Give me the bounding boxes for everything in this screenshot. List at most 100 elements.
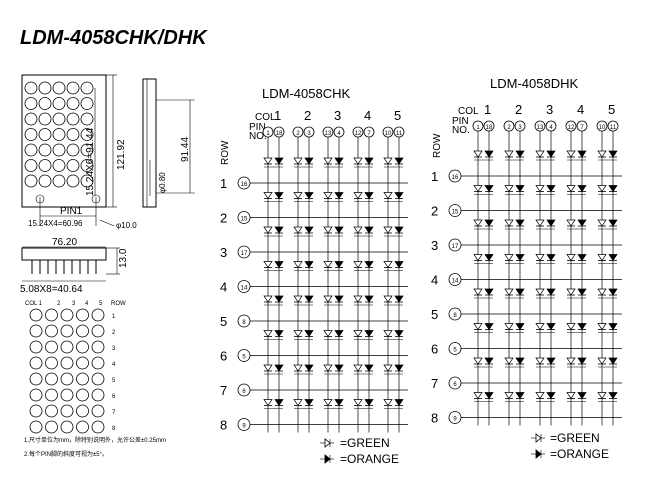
led-orange <box>274 295 284 303</box>
small-grid-dot <box>91 420 105 434</box>
led-green <box>263 157 273 165</box>
row-pin-number: 15 <box>241 217 248 223</box>
led-dot <box>38 81 52 95</box>
row-number: 6 <box>220 349 227 364</box>
row-pin-number: 5 <box>453 348 457 354</box>
led-orange <box>394 364 404 372</box>
led-green <box>383 157 393 165</box>
led-dot <box>52 81 66 95</box>
row-number: 5 <box>220 314 227 329</box>
pin-no-label: NO. <box>249 131 267 142</box>
small-grid-dot <box>29 324 43 338</box>
small-grid-row-number: 4 <box>112 362 116 368</box>
legend-green-label: =GREEN <box>340 436 390 450</box>
col-number: 1 <box>274 108 281 123</box>
led-orange <box>577 254 587 262</box>
small-grid-row-label: ROW <box>111 301 126 307</box>
led-orange <box>394 192 404 200</box>
led-orange <box>304 192 314 200</box>
small-grid-dot <box>29 388 43 402</box>
small-grid-dot <box>91 388 105 402</box>
led-orange <box>577 219 587 227</box>
small-grid-dot <box>76 356 89 370</box>
col-number: 3 <box>546 102 553 117</box>
led-green <box>353 364 363 372</box>
led-orange <box>394 330 404 338</box>
led-orange <box>334 192 344 200</box>
led-green <box>535 357 545 365</box>
pin1-label: PIN1 <box>60 206 83 217</box>
col-number: 2 <box>515 102 522 117</box>
led-green <box>383 226 393 234</box>
row-label: ROW <box>432 133 443 158</box>
led-green <box>597 150 607 158</box>
row-number: 2 <box>431 204 438 219</box>
led-green <box>293 364 303 372</box>
led-dot <box>52 97 66 110</box>
led-orange <box>515 288 525 296</box>
led-orange <box>608 392 618 400</box>
led-green <box>293 399 303 407</box>
small-grid-row-number: 8 <box>112 426 116 432</box>
led-dot <box>80 143 94 157</box>
schematic-title: LDM-4058CHK <box>262 86 350 101</box>
small-grid-col-label: COL 1 <box>25 301 43 307</box>
small-grid-row-number: 1 <box>112 314 116 320</box>
mechanical-drawing: 15.24X6=91.44 121.92 PIN1 15.24X4=60.96 … <box>20 74 195 295</box>
small-grid-dot <box>29 404 43 418</box>
col-pin-number: 13 <box>537 125 544 131</box>
led-orange <box>546 219 556 227</box>
dim-side-text: 91.44 <box>180 137 191 162</box>
legend-green-label-2: =GREEN <box>550 431 600 445</box>
led-dot <box>80 81 94 95</box>
led-dot <box>24 143 38 157</box>
led-orange <box>274 157 284 165</box>
row-label: ROW <box>220 140 231 165</box>
led-dot <box>80 97 94 110</box>
col-number: 2 <box>304 108 311 123</box>
dim-pin-pitch-text: 5.08X8=40.64 <box>20 284 83 295</box>
led-green <box>597 323 607 331</box>
led-orange <box>608 254 618 262</box>
legend-orange-symbol <box>320 454 334 464</box>
led-green <box>566 288 576 296</box>
led-dot <box>38 159 52 172</box>
led-orange <box>274 226 284 234</box>
led-dot <box>66 143 80 157</box>
row-pin-number: 5 <box>242 355 246 361</box>
led-green <box>263 399 273 407</box>
led-orange <box>364 261 374 269</box>
led-green <box>504 219 514 227</box>
small-grid-dot <box>29 340 43 354</box>
row-pin-number: 6 <box>242 389 246 395</box>
led-green <box>535 219 545 227</box>
col-pin-number: 1 <box>266 131 270 137</box>
led-green <box>353 399 363 407</box>
dim-height-text: 121.92 <box>116 139 127 170</box>
col-number: 5 <box>608 102 615 117</box>
small-grid-dot <box>45 372 58 386</box>
led-orange <box>515 392 525 400</box>
led-orange <box>515 185 525 193</box>
col-pin-number: 3 <box>518 125 522 131</box>
led-green <box>383 399 393 407</box>
led-orange <box>364 330 374 338</box>
small-grid-dot <box>45 388 58 402</box>
row-pin-number: 6 <box>453 382 457 388</box>
led-dot <box>52 112 66 126</box>
led-dot <box>52 174 66 188</box>
small-grid-dot <box>60 404 74 418</box>
small-grid-dot <box>45 356 58 370</box>
small-grid-dot <box>60 356 74 370</box>
legend-orange-label: =ORANGE <box>340 452 399 466</box>
led-orange <box>304 226 314 234</box>
legend-green-symbol-2 <box>531 433 545 443</box>
small-grid-dot <box>91 340 105 354</box>
led-green <box>353 330 363 338</box>
pin1-marker <box>35 194 45 204</box>
led-orange <box>334 399 344 407</box>
led-orange <box>394 295 404 303</box>
small-grid-dot <box>76 324 89 338</box>
led-green <box>323 261 333 269</box>
led-orange <box>484 150 494 158</box>
